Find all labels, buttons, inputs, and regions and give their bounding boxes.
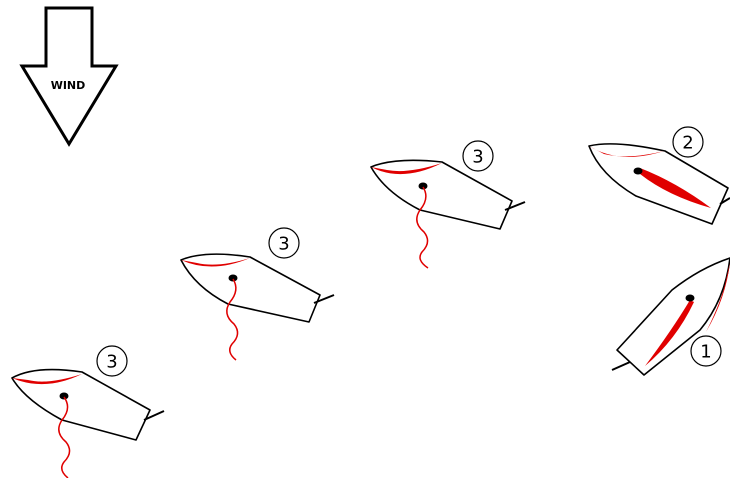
boom-sail bbox=[640, 168, 711, 208]
down-arrow-icon bbox=[19, 6, 119, 147]
badge-circle bbox=[462, 140, 494, 172]
boat-hull bbox=[616, 257, 730, 376]
boat-5: 1 bbox=[611, 257, 730, 376]
boat-4: 2 bbox=[588, 126, 730, 225]
boat-1: 3 bbox=[11, 345, 165, 478]
boom-sail bbox=[645, 300, 694, 366]
badge-circle bbox=[690, 335, 722, 367]
sail bbox=[589, 146, 664, 157]
boat-3: 3 bbox=[370, 140, 526, 269]
wind-label: WIND bbox=[51, 79, 86, 92]
mast bbox=[59, 392, 69, 400]
boat-badge: 3 bbox=[106, 352, 117, 373]
boat-hull bbox=[11, 368, 151, 441]
tiller bbox=[313, 294, 335, 304]
mast bbox=[633, 167, 643, 175]
tiller bbox=[504, 201, 526, 211]
badge-circle bbox=[96, 345, 128, 377]
badge-circle bbox=[268, 227, 300, 259]
boat-2: 3 bbox=[180, 227, 335, 361]
mast bbox=[418, 182, 428, 190]
mast bbox=[685, 294, 695, 302]
tiller bbox=[611, 361, 631, 371]
badge-circle bbox=[672, 126, 704, 158]
boat-badge: 3 bbox=[472, 147, 483, 168]
boat-hull bbox=[180, 253, 321, 323]
boat-badge: 2 bbox=[682, 133, 693, 154]
wind-arrow: WIND bbox=[19, 6, 119, 147]
tiller bbox=[143, 410, 165, 421]
mainsheet bbox=[58, 396, 71, 478]
mainsheet bbox=[226, 278, 239, 361]
tiller bbox=[719, 197, 730, 205]
sail bbox=[181, 258, 250, 267]
boat-badge: 3 bbox=[278, 234, 289, 255]
sail bbox=[12, 374, 82, 385]
boat-badge: 1 bbox=[700, 342, 711, 363]
sail bbox=[371, 163, 442, 175]
boat-hull bbox=[370, 159, 513, 230]
mast bbox=[228, 274, 238, 282]
mainsheet bbox=[416, 186, 429, 269]
